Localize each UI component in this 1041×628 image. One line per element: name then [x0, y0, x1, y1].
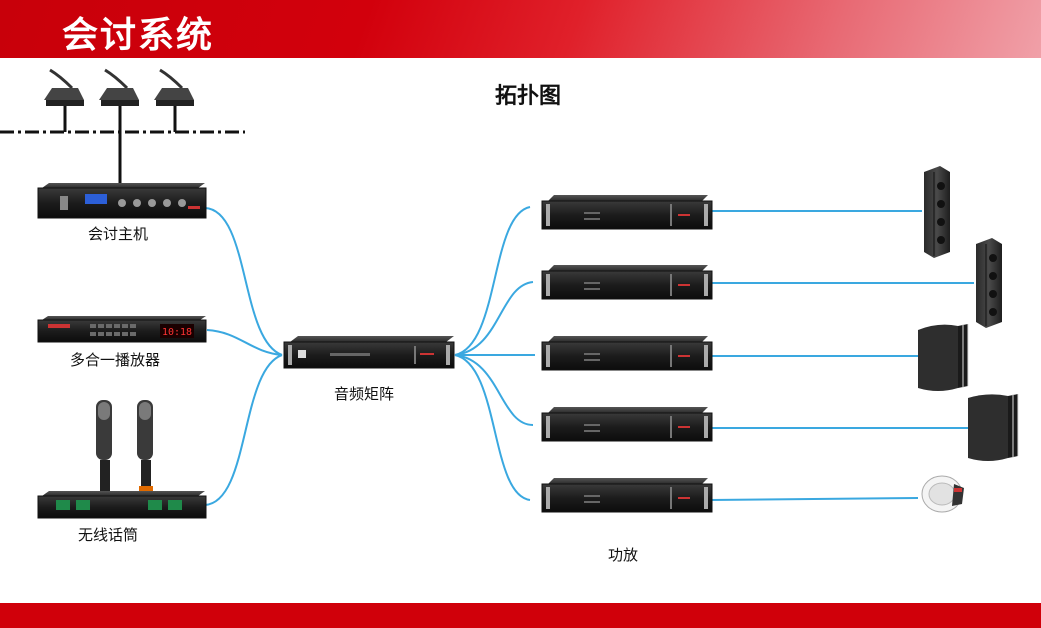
- wireless-label: 无线话筒: [78, 526, 139, 544]
- amplifier-icon: [541, 265, 713, 300]
- mic-bus-line: [0, 106, 245, 186]
- header-banner: 会讨系统: [0, 0, 1041, 58]
- amplifier-icon: [541, 195, 713, 230]
- host-label: 会讨主机: [88, 225, 149, 243]
- amplifier-icon: [541, 478, 713, 513]
- amps-label: 功放: [608, 546, 639, 564]
- amplifier-icon: [541, 336, 713, 371]
- audio-matrix-icon: [283, 336, 455, 369]
- microphone-icon: [154, 68, 194, 106]
- connector-lines: [204, 206, 974, 506]
- microphone-icon: [44, 68, 84, 106]
- media-player-icon: 10:18: [37, 316, 207, 343]
- microphone-icon: [99, 68, 139, 106]
- wireless-mic-icon: [37, 400, 207, 519]
- wall-speaker-icon: [968, 394, 1019, 461]
- player-display: 10:18: [162, 327, 192, 338]
- amplifier-icon: [541, 407, 713, 442]
- matrix-label: 音频矩阵: [334, 385, 395, 403]
- footer-bar: [0, 603, 1041, 628]
- wall-speaker-icon: [918, 324, 969, 391]
- column-speaker-icon: [924, 166, 950, 258]
- conference-host-icon: [37, 183, 207, 219]
- page-title: 会讨系统: [62, 15, 215, 56]
- diagram-title: 拓扑图: [495, 83, 562, 109]
- column-speaker-icon: [976, 238, 1002, 328]
- ceiling-speaker-icon: [921, 475, 964, 513]
- player-label: 多合一播放器: [70, 351, 161, 369]
